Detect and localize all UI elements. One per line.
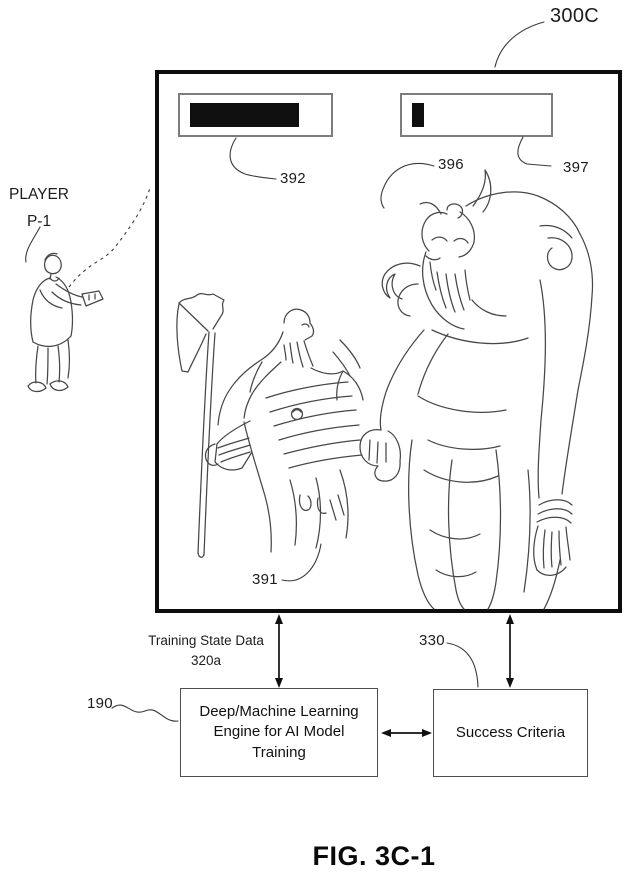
player-label-line1: PLAYER bbox=[8, 186, 70, 203]
ref-397: 397 bbox=[563, 159, 589, 176]
ref-392: 392 bbox=[280, 170, 306, 187]
success-criteria-box-label: Success Criteria bbox=[455, 723, 566, 741]
game-screen-frame bbox=[155, 70, 622, 613]
ref-391: 391 bbox=[252, 571, 278, 588]
health-bar-player-fill bbox=[190, 103, 299, 127]
training-state-data-label: Training State Data 320a bbox=[148, 631, 264, 670]
health-bar-monster-397 bbox=[400, 93, 553, 137]
player-screen-dashed-link bbox=[68, 187, 151, 288]
ml-engine-box-label: Deep/Machine Learning Engine for AI Mode… bbox=[199, 703, 359, 761]
ref-320a: 320a bbox=[190, 652, 222, 668]
screen-engine-arrow bbox=[275, 614, 283, 688]
leader-190 bbox=[111, 704, 179, 722]
training-state-data-text: Training State Data bbox=[148, 633, 264, 648]
ml-engine-box: Deep/Machine Learning Engine for AI Mode… bbox=[180, 688, 378, 777]
success-criteria-box: Success Criteria bbox=[433, 689, 588, 777]
ref-330: 330 bbox=[419, 632, 445, 649]
ref-396: 396 bbox=[438, 156, 464, 173]
player-label-line2: P-1 bbox=[26, 213, 52, 231]
ref-300c: 300C bbox=[550, 5, 600, 27]
player-label: PLAYER P-1 bbox=[6, 181, 72, 235]
leader-330 bbox=[446, 642, 479, 688]
figure-caption: FIG. 3C-1 bbox=[312, 841, 436, 871]
engine-criteria-arrow bbox=[381, 729, 432, 737]
screen-criteria-arrow bbox=[506, 614, 514, 688]
leader-300c bbox=[494, 21, 545, 68]
ref-190: 190 bbox=[87, 695, 113, 712]
health-bar-player-392 bbox=[178, 93, 333, 137]
player-figure bbox=[27, 252, 104, 393]
health-bar-monster-fill bbox=[412, 103, 424, 127]
